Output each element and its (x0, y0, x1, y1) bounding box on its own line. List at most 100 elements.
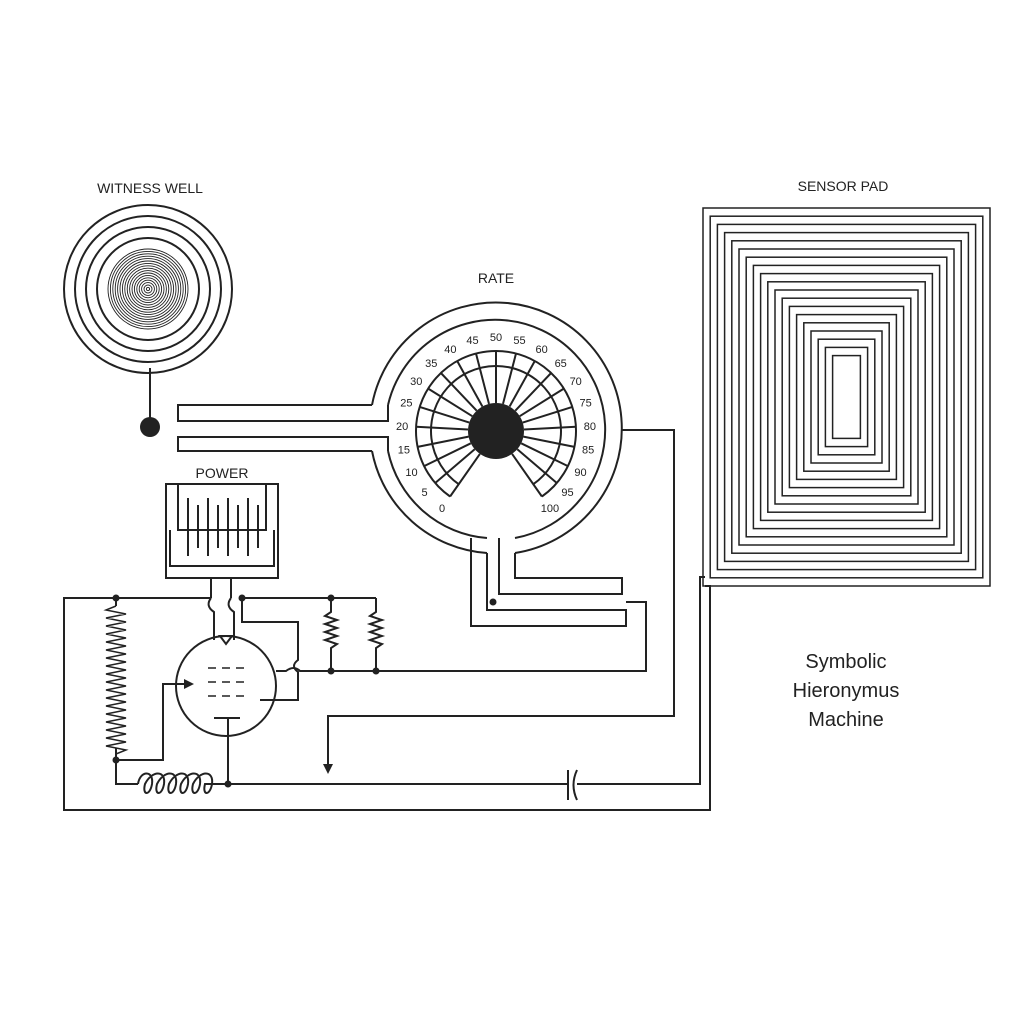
junction-node (327, 594, 335, 602)
dial-tick (427, 387, 473, 418)
inductor-coil (137, 772, 214, 794)
bus-resistors (321, 598, 386, 671)
dial-tick (440, 372, 478, 412)
dial-tick-label: 85 (582, 445, 594, 457)
sensor-pad-loop (781, 297, 912, 497)
sensor-pad-loop (709, 215, 984, 579)
dial-outer-wall-lower (371, 450, 488, 554)
dial-tick (423, 442, 472, 467)
sensor-pad-label: SENSOR PAD (798, 178, 889, 194)
dial-tick-label: 45 (466, 335, 478, 347)
dial-scale-ticks (416, 351, 576, 498)
dial-inner-wall-lower (387, 450, 488, 539)
tube-output-wire (241, 598, 299, 701)
sensor-pad-loop (716, 223, 977, 571)
diagram-title: Symbolic Hieronymus Machine (793, 651, 900, 731)
well-ring (138, 279, 158, 299)
dial-tick-label: 100 (541, 503, 559, 515)
dial-tick-label: 70 (570, 376, 582, 388)
well-ring (85, 226, 211, 352)
output-channel (470, 538, 627, 627)
witness-well-label: WITNESS WELL (97, 180, 203, 196)
dial-tick (516, 448, 558, 484)
well-ring (74, 215, 222, 363)
dial-tick (519, 387, 565, 418)
well-ring (141, 282, 155, 296)
dial-tick-label: 75 (579, 398, 591, 410)
well-ring (124, 265, 172, 313)
dial-tick (508, 360, 536, 407)
well-ring (63, 204, 233, 374)
sensor-pad-loop (795, 313, 898, 481)
witness-well: WITNESS WELL (63, 180, 233, 437)
dial-tick-label: 40 (444, 344, 456, 356)
resistor-zigzag (103, 605, 129, 756)
dial-tick-label: 65 (555, 358, 567, 370)
sensor-pad-loop (831, 354, 862, 440)
power-supply: POWER (165, 465, 279, 598)
sensor-pad-loop (745, 256, 948, 538)
sensor-pad-spiral (702, 207, 991, 587)
well-ring (117, 258, 179, 320)
dial-tick-label: 95 (561, 487, 573, 499)
inductor-winding (137, 772, 214, 794)
well-ring (109, 250, 187, 328)
junction-node (238, 594, 246, 602)
tube-cathode-icon (218, 635, 234, 646)
dial-tick-label: 30 (410, 376, 422, 388)
dial-tick-label: 10 (405, 467, 417, 479)
dial-inner-wall (387, 318, 607, 539)
dial-outer-wall (371, 301, 623, 554)
sensor-pad-loop (738, 248, 955, 546)
well-ring (143, 284, 153, 294)
sensor-pad-loop (723, 231, 970, 563)
main-circuit (63, 429, 711, 811)
tube-filament-leads (207, 597, 235, 640)
sensor-pad-loop (824, 346, 869, 448)
capacitor-to-pad-wire (577, 576, 705, 785)
dial-tick-label: 55 (513, 335, 525, 347)
input-channel (177, 404, 389, 452)
bus-return-wire (276, 601, 647, 672)
title-line-1: Symbolic (805, 651, 886, 673)
dial-tick (419, 405, 470, 424)
dial-tick (514, 372, 552, 412)
bus-resistor (321, 598, 341, 671)
title-line-2: Hieronymus (793, 680, 900, 702)
power-inner-housing (169, 530, 275, 567)
battery-plates (187, 498, 259, 556)
capacitor (567, 769, 578, 801)
dial-tick (416, 425, 469, 431)
dial-tick (417, 435, 469, 448)
dial-knob (468, 403, 524, 459)
dial-tick-label: 15 (398, 445, 410, 457)
dial-output-wire (327, 429, 675, 768)
well-ring (145, 286, 151, 292)
power-top-housing (177, 483, 267, 531)
well-ring (121, 262, 175, 316)
rate-label: RATE (478, 270, 514, 286)
dial-tick-label: 5 (421, 487, 427, 499)
power-outer-housing (165, 483, 279, 579)
sensor-pad-loop (731, 240, 962, 554)
dial-tick (456, 360, 484, 407)
well-ring (136, 277, 160, 301)
vacuum-tube (175, 635, 277, 737)
dial-tick (502, 353, 517, 405)
sensor-pad: SENSOR PAD (702, 178, 991, 587)
junction-node (327, 667, 335, 675)
witness-well-terminal (140, 417, 160, 437)
dial-tick (522, 405, 573, 424)
output-channel-right (498, 538, 623, 595)
dial-tick-label: 80 (584, 421, 596, 433)
bus-resistor (366, 598, 386, 671)
grid-wire (116, 683, 192, 761)
title-line-3: Machine (808, 709, 884, 731)
grid-arrow-icon (184, 679, 194, 689)
dial-tick-label: 0 (439, 503, 445, 515)
well-ring (133, 274, 163, 304)
well-ring (126, 267, 170, 311)
output-channel-left (470, 538, 627, 627)
